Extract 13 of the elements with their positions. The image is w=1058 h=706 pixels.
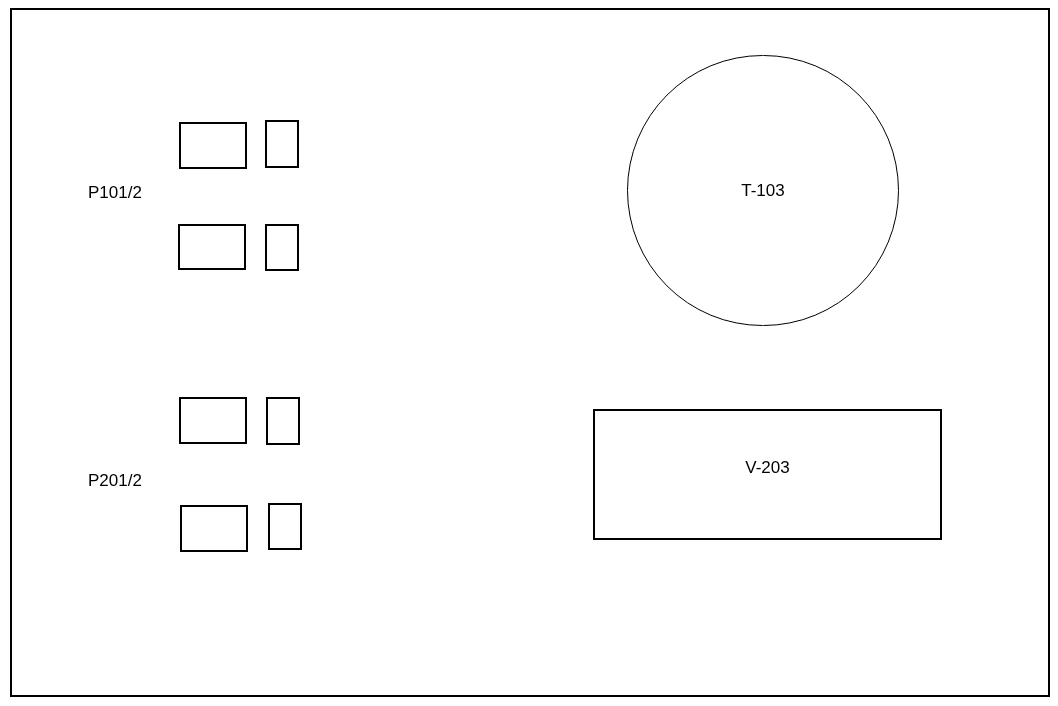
equipment-box [179,397,247,444]
equipment-box [266,397,300,445]
equipment-box [180,505,248,552]
equipment-box [179,122,247,169]
equipment-tag: P201/2 [88,468,142,494]
equipment-tag: P101/2 [88,180,142,206]
equipment-box [268,503,302,550]
equipment-box [265,224,299,271]
equipment-box [178,224,246,270]
equipment-box [265,120,299,168]
equipment-tag: V-203 [745,455,790,481]
equipment-tag: T-103 [741,177,785,204]
vessel-box [593,409,942,540]
